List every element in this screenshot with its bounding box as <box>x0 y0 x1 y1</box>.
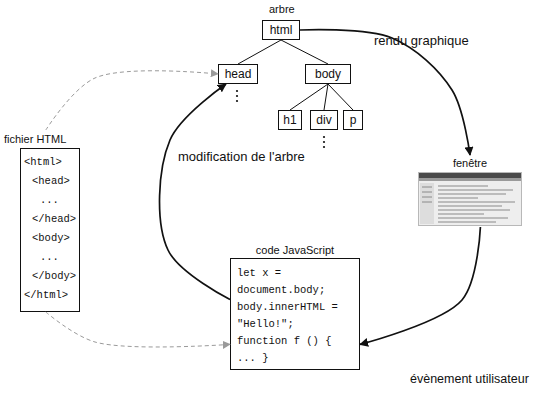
dot <box>236 90 238 92</box>
node-label: div <box>316 113 331 127</box>
code-line: <head> <box>24 172 76 191</box>
tree-branch <box>238 40 281 64</box>
tree-node: p <box>343 110 363 130</box>
javascript-code-box: code JavaScriptlet x =document.body;body… <box>230 242 360 370</box>
edge-label: rendu graphique <box>374 33 469 48</box>
dot <box>323 136 325 138</box>
flow-arrow <box>360 227 480 344</box>
code-line: function f () { <box>237 333 353 350</box>
dot <box>236 95 238 97</box>
flow-arrow <box>160 84 230 300</box>
source-link <box>46 312 230 347</box>
edge-label: modification de l'arbre <box>178 149 305 164</box>
node-heading: fichier HTML <box>4 130 80 148</box>
tree-node: div <box>310 110 338 130</box>
code-line: let x = <box>237 265 353 282</box>
browser-window: fenêtre <box>418 155 522 227</box>
code-line: <html> <box>24 153 76 172</box>
node-heading: fenêtre <box>418 155 522 172</box>
title-bar <box>419 173 521 178</box>
tool-bar <box>419 178 521 181</box>
code-line: document.body; <box>237 282 353 299</box>
side-bar <box>420 183 434 224</box>
text-lines <box>422 186 515 222</box>
tree-branch <box>290 84 328 110</box>
window-frame <box>419 173 522 226</box>
code-line: </head> <box>24 210 76 229</box>
node-label: body <box>315 67 341 81</box>
code-line: <body> <box>24 229 76 248</box>
code-line: "Hello!"; <box>237 316 353 333</box>
tree-branch <box>328 84 353 110</box>
tree-node: body <box>305 64 351 84</box>
tree-node: head <box>218 64 258 84</box>
code-frame: <html><head>...</head><body>...</body></… <box>20 148 80 312</box>
node-heading: code JavaScript <box>230 242 360 258</box>
tree-title: arbre <box>269 3 295 15</box>
source-link <box>46 71 218 130</box>
code-line: body.innerHTML = <box>237 299 353 316</box>
dot <box>236 100 238 102</box>
code-frame: let x =document.body;body.innerHTML ="He… <box>230 258 360 370</box>
tree-node: h1 <box>278 110 302 130</box>
flow-arrow <box>300 30 470 155</box>
code-line: ... } <box>237 350 353 367</box>
dot <box>323 146 325 148</box>
edge-label: évènement utilisateur <box>410 372 529 386</box>
node-label: h1 <box>283 113 296 127</box>
node-label: p <box>350 113 357 127</box>
tree-branch <box>324 84 328 110</box>
node-label: head <box>225 67 252 81</box>
code-line: </html> <box>24 286 76 305</box>
dot <box>323 141 325 143</box>
code-line: ... <box>24 248 76 267</box>
tree-branch <box>281 40 328 64</box>
code-line: </body> <box>24 267 76 286</box>
browser-screenshot <box>418 172 522 226</box>
html-file-box: fichier HTML<html><head>...</head><body>… <box>4 130 80 312</box>
node-label: html <box>270 23 293 37</box>
tree-node: html <box>262 20 300 40</box>
code-line: ... <box>24 191 76 210</box>
